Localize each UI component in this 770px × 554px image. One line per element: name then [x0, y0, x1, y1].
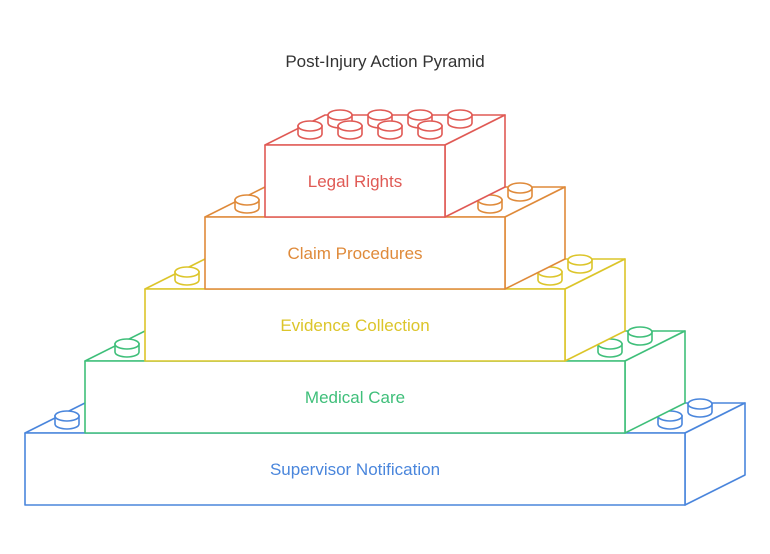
- block-front-face: [264, 144, 446, 218]
- layer-label-supervisor-notification: Supervisor Notification: [270, 460, 440, 479]
- stud-icon: [507, 182, 533, 202]
- layer-label-legal-rights: Legal Rights: [308, 172, 403, 191]
- stud-icon: [114, 338, 140, 358]
- block-front-face: [204, 216, 506, 290]
- stud-icon: [234, 194, 260, 214]
- stud-icon: [297, 120, 323, 140]
- stud-icon: [567, 254, 593, 274]
- diagram-title: Post-Injury Action Pyramid: [285, 52, 484, 71]
- stud-icon: [417, 120, 443, 140]
- block-front-face: [84, 360, 626, 434]
- layer-label-medical-care: Medical Care: [305, 388, 405, 407]
- stud-icon: [377, 120, 403, 140]
- stud-icon: [657, 410, 683, 430]
- stud-icon: [174, 266, 200, 286]
- block-legal-rights: [264, 109, 506, 218]
- block-front-face: [144, 288, 566, 362]
- layer-label-evidence-collection: Evidence Collection: [280, 316, 429, 335]
- stud-icon: [687, 398, 713, 418]
- pyramid-blocks: [24, 109, 746, 506]
- stud-icon: [337, 120, 363, 140]
- stud-icon: [54, 410, 80, 430]
- layer-label-claim-procedures: Claim Procedures: [287, 244, 422, 263]
- stud-icon: [447, 109, 473, 129]
- stud-icon: [627, 326, 653, 346]
